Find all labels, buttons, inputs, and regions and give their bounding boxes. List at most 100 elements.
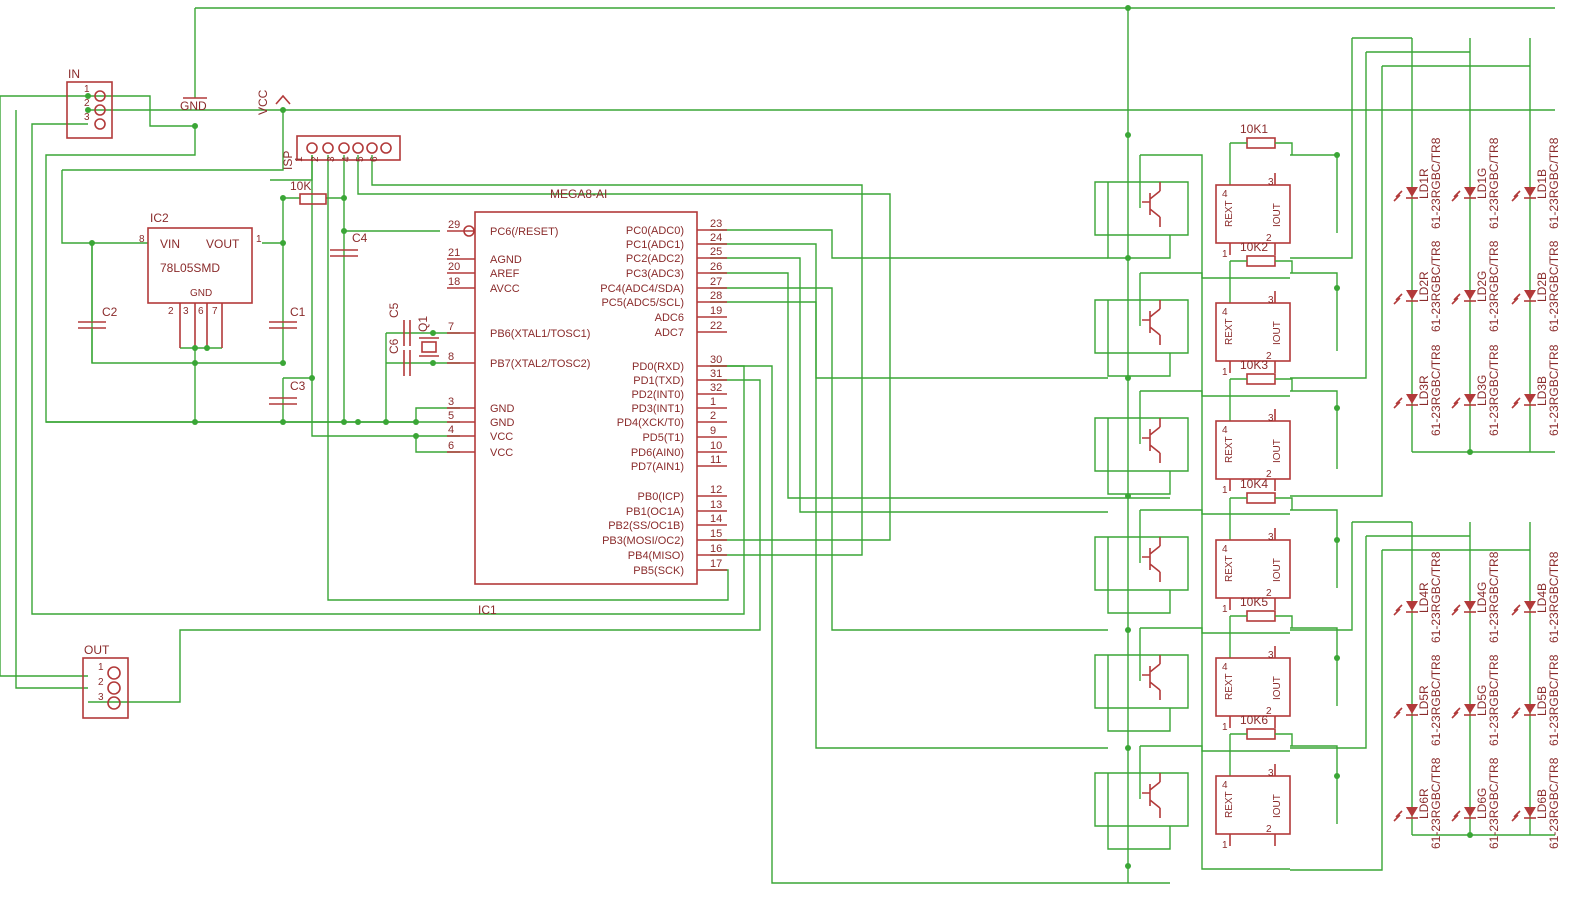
junction-dot [192,419,198,425]
mcu-pin-number: 13 [710,499,722,511]
mcu-pin-name: PD6(AIN0) [631,447,684,459]
led-part: 61-23RGBC/TR8 [1429,654,1443,746]
regulator-ic2: IC2 VIN VOUT 78L05SMD GND 8 1 2 3 6 7 [139,211,262,348]
regulator-pin-3: 3 [183,306,189,317]
led-part: 61-23RGBC/TR8 [1429,551,1443,643]
driver-iout-label: IOUT [1272,558,1283,582]
junction-dot [192,123,198,129]
global-wires [0,7,1555,884]
mcu-pin-name: PC5(ADC5/SCL) [601,297,684,309]
svg-text:Q1: Q1 [416,316,430,332]
mcu-pin-name: PB4(MISO) [628,550,684,562]
out-connector-label: OUT [84,643,110,657]
mcu-pin-number: 31 [710,368,722,380]
driver-pin-1: 1 [1222,249,1228,260]
led-part: 61-23RGBC/TR8 [1547,137,1561,229]
driver-resistor-label: 10K3 [1240,358,1268,372]
junction-dot [1125,255,1131,261]
driver-iout-label: IOUT [1272,321,1283,345]
capacitor-c4: C4 [330,231,368,257]
mcu-pin-name: PB7(XTAL2/TOSC2) [490,358,590,370]
mcu-pin-number: 3 [448,396,454,408]
led-name: LD3R [1417,375,1431,406]
junction-dot [430,330,436,336]
mcu-pin-number: 6 [448,440,454,452]
junction-dot [413,433,419,439]
mcu-pin-number: 19 [710,305,722,317]
led-part: 61-23RGBC/TR8 [1547,344,1561,436]
svg-text:C6: C6 [387,338,401,354]
junction-dot [1467,449,1473,455]
mcu-pin-name: PD2(INT0) [631,389,684,401]
led-name: LD1R [1417,168,1431,199]
led-name: LD5G [1475,685,1489,716]
mcu-ic1: MEGA8-AI IC1 29PC6(/RESET)21AGND20AREF18… [447,187,727,617]
driver-rext-label: REXT [1224,318,1235,345]
led-part: 61-23RGBC/TR8 [1547,240,1561,332]
led-name: LD6B [1535,789,1549,819]
driver-pin-4: 4 [1222,780,1228,791]
junction-dot [413,419,419,425]
driver-pin-1: 1 [1222,604,1228,615]
junction-dot [1334,537,1340,543]
driver-rext-label: REXT [1224,791,1235,818]
mcu-pin-number: 30 [710,354,722,366]
junction-dot [280,107,286,113]
led-part: 61-23RGBC/TR8 [1429,344,1443,436]
mcu-pin-number: 5 [448,410,454,422]
driver-resistor-label: 10K1 [1240,122,1268,136]
regulator-name: IC2 [150,211,169,225]
capacitor-c1: C1 [269,305,306,329]
svg-text:10K: 10K [290,179,311,193]
in-pin-3: 3 [84,112,90,123]
mcu-pin-name: PD5(T1) [642,432,684,444]
junction-dot [383,419,389,425]
mcu-pin-name: PB6(XTAL1/TOSC1) [490,328,590,340]
gnd-label: GND [180,99,207,113]
junction-dot [1334,285,1340,291]
out-connector: OUT 1 2 3 [82,643,129,719]
mcu-pin-name: AVCC [490,283,520,295]
junctions [85,5,1473,869]
led-name: LD6G [1475,788,1489,819]
mcu-pin-name: PD1(TXD) [633,375,684,387]
driver-pin-4: 4 [1222,662,1228,673]
mcu-pin-number: 9 [710,425,716,437]
capacitor-c5: C5 [387,302,411,346]
driver-iout-label: IOUT [1272,439,1283,463]
regulator-pin-8: 8 [139,234,145,245]
driver-resistor-label: 10K5 [1240,595,1268,609]
mcu-pin-name: PD4(XCK/T0) [617,417,684,429]
junction-dot [1334,655,1340,661]
svg-text:C5: C5 [387,302,401,318]
vcc-label: VCC [256,89,270,115]
driver-iout-label: IOUT [1272,203,1283,227]
regulator-pin-6: 6 [198,306,204,317]
mcu-value: MEGA8-AI [550,187,607,201]
out-pin-3: 3 [98,692,104,703]
junction-dot [1334,773,1340,779]
mcu-pin-name: PC2(ADC2) [626,253,684,265]
junction-dot [1125,375,1131,381]
junction-dot [192,360,198,366]
driver-rext-label: REXT [1224,673,1235,700]
mcu-pin-name: VCC [490,447,513,459]
junction-dot [341,195,347,201]
driver-pin-2: 2 [1266,351,1272,362]
mcu-pin-name: PB3(MOSI/OC2) [602,535,684,547]
mcu-pin-number: 14 [710,513,722,525]
mcu-pin-number: 12 [710,484,722,496]
mcu-pin-number: 22 [710,320,722,332]
isp-label: ISP [281,151,295,170]
junction-dot [341,228,347,234]
led-part: 61-23RGBC/TR8 [1487,137,1501,229]
